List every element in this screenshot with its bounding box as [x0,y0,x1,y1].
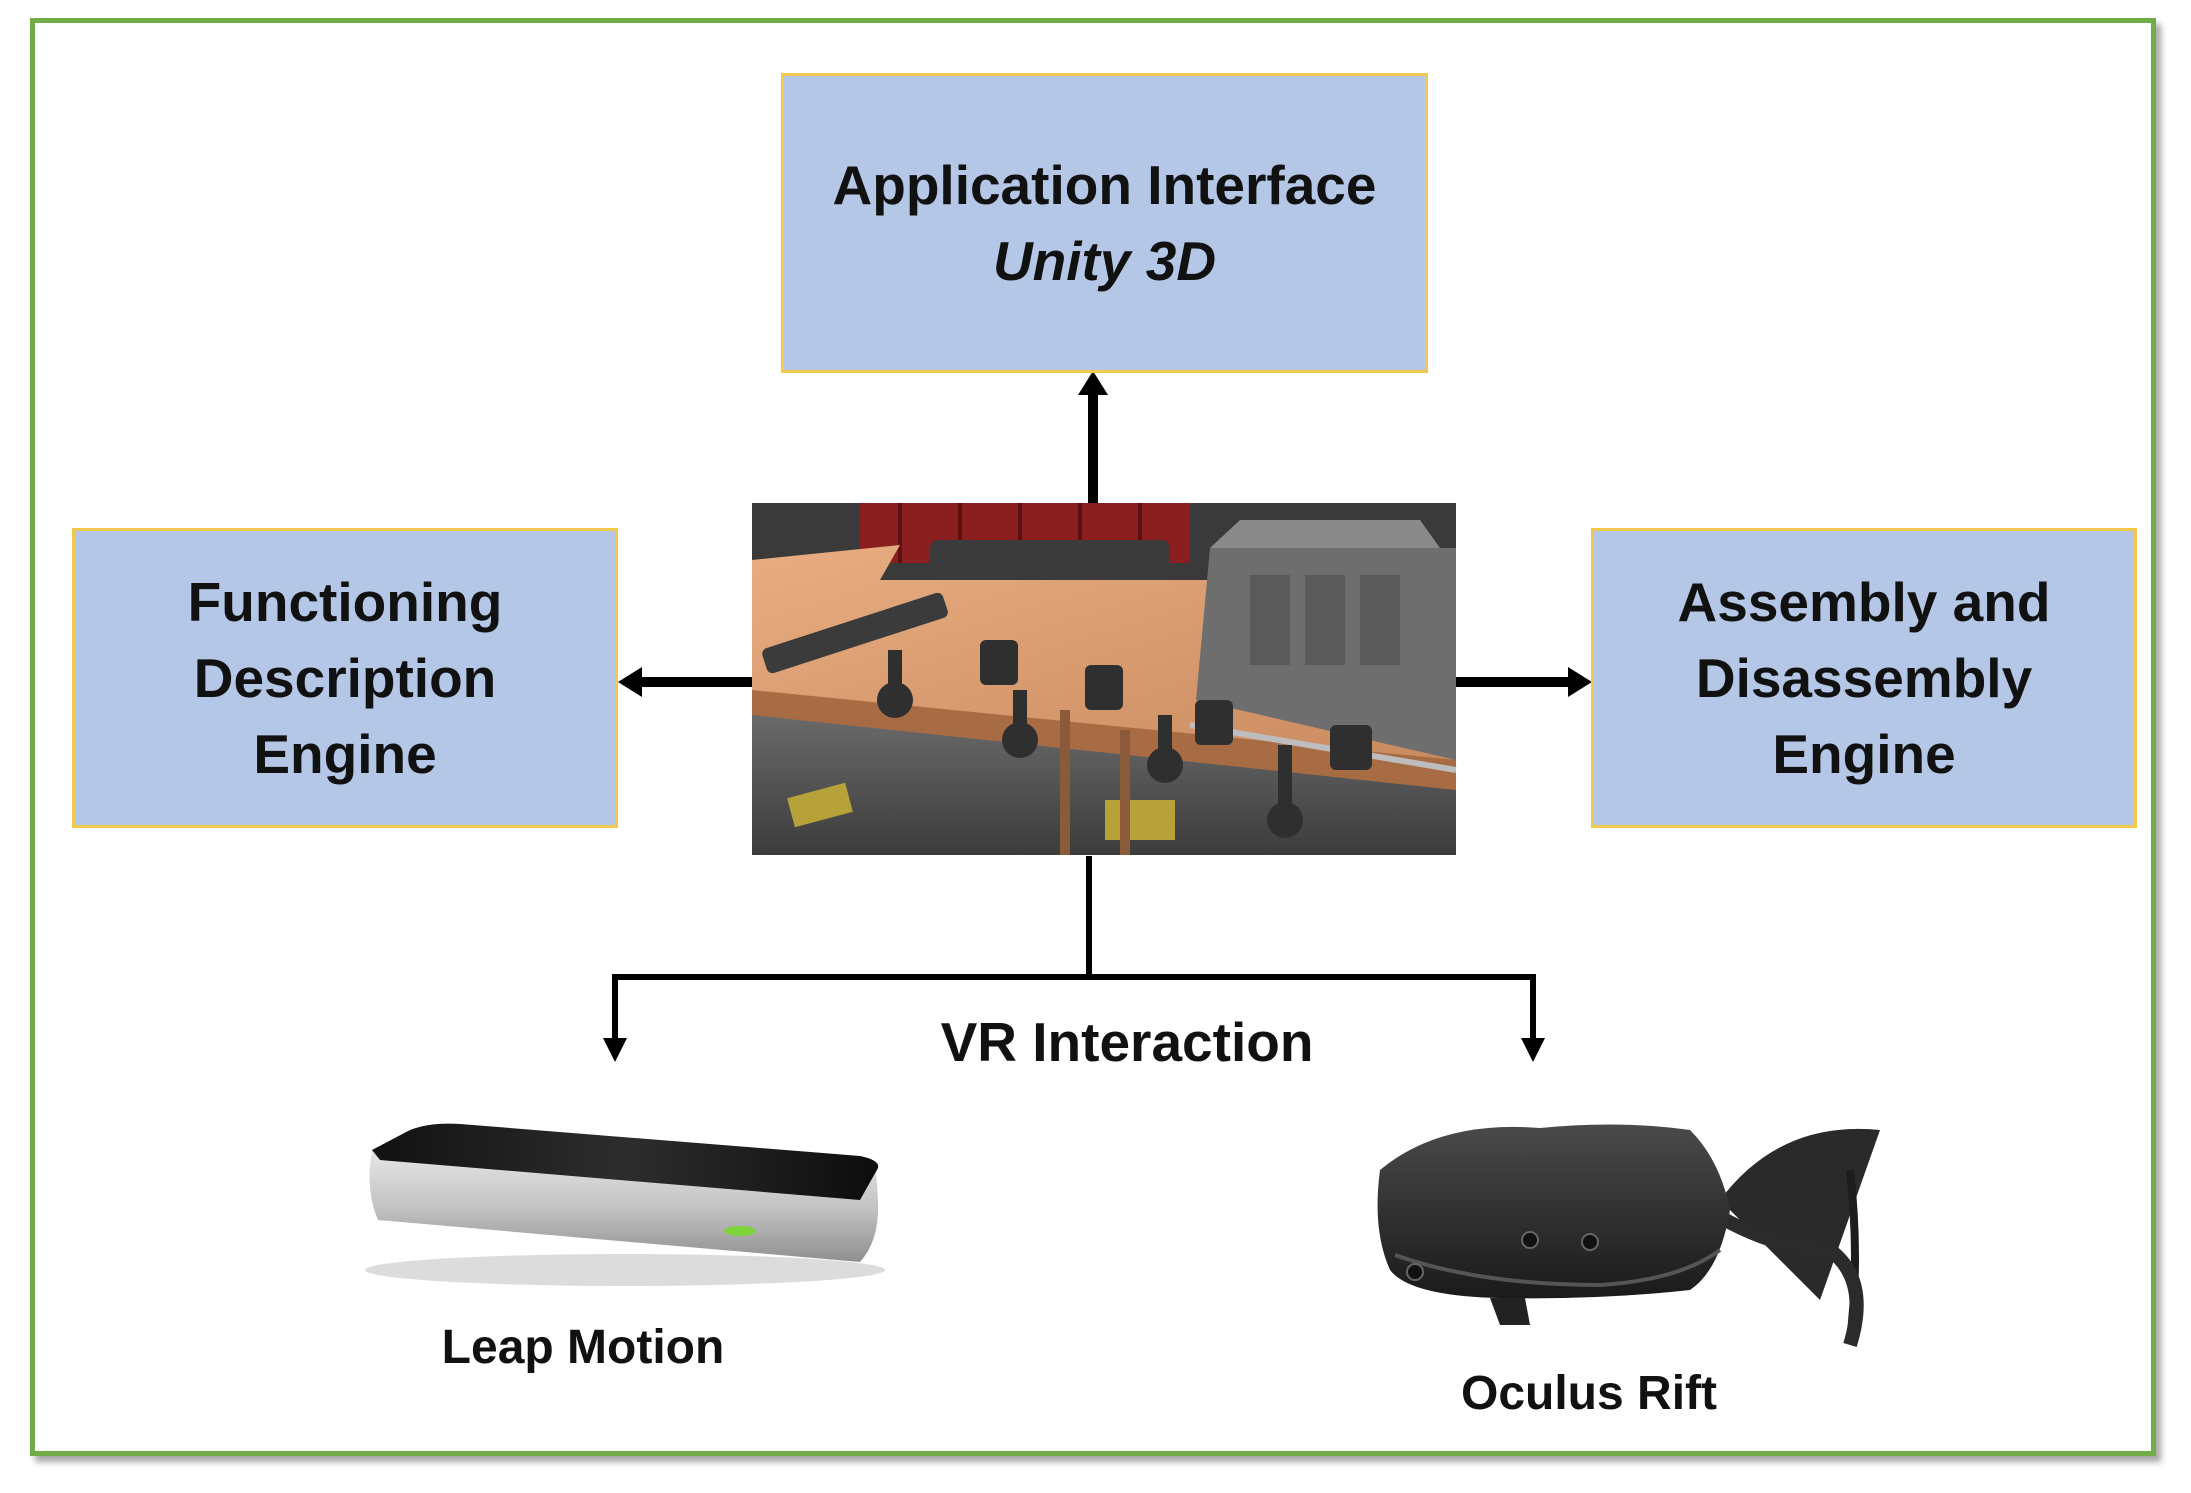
assembly-line-3: Engine [1772,723,1956,785]
arrow-to-assembly [1456,667,1592,697]
functioning-line-1: Functioning [187,571,503,633]
vr-branch-connector [603,856,1545,1062]
oculus-rift-label: Oculus Rift [1460,1367,1718,1420]
application-title: Application Interface [832,154,1377,216]
vr-interaction-label: VR Interaction [940,1011,1314,1073]
functioning-line-3: Engine [253,723,437,785]
functioning-line-2: Description [193,647,497,709]
assembly-line-1: Assembly and [1677,571,2051,633]
assembly-disassembly-engine-box: Assembly and Disassembly Engine [1591,528,2137,828]
leap-motion-label: Leap Motion [441,1321,725,1374]
engine-assembly-image [752,503,1457,855]
oculus-rift-image [1377,1124,1880,1348]
application-subtitle: Unity 3D [992,230,1217,292]
arrow-to-application [1078,371,1108,503]
arrow-to-functioning [618,667,752,697]
functioning-description-engine-box: Functioning Description Engine [72,528,618,828]
application-interface-box: Application Interface Unity 3D [781,73,1428,373]
leap-motion-image [365,1123,885,1286]
assembly-line-2: Disassembly [1695,647,2033,709]
